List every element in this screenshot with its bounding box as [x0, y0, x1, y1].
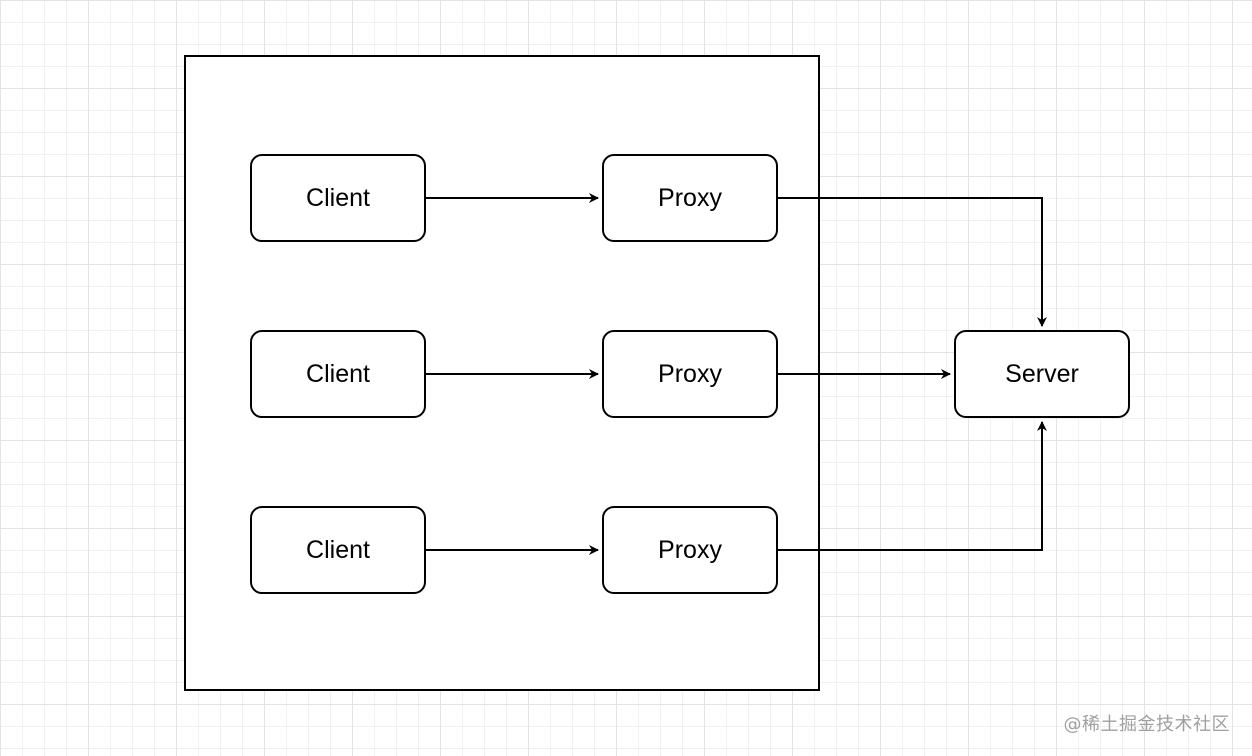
proxy-node-2[interactable]: Proxy: [602, 330, 778, 418]
edge-proxy-3-to-server[interactable]: [778, 421, 1047, 551]
proxy-node-1[interactable]: Proxy: [602, 154, 778, 242]
edge-proxy-1-to-server[interactable]: [778, 197, 1047, 327]
proxy-node-3[interactable]: Proxy: [602, 506, 778, 594]
server-node[interactable]: Server: [954, 330, 1130, 418]
client-node-1[interactable]: Client: [250, 154, 426, 242]
client-node-2[interactable]: Client: [250, 330, 426, 418]
watermark: @稀土掘金技术社区: [1063, 714, 1230, 735]
client-node-3[interactable]: Client: [250, 506, 426, 594]
